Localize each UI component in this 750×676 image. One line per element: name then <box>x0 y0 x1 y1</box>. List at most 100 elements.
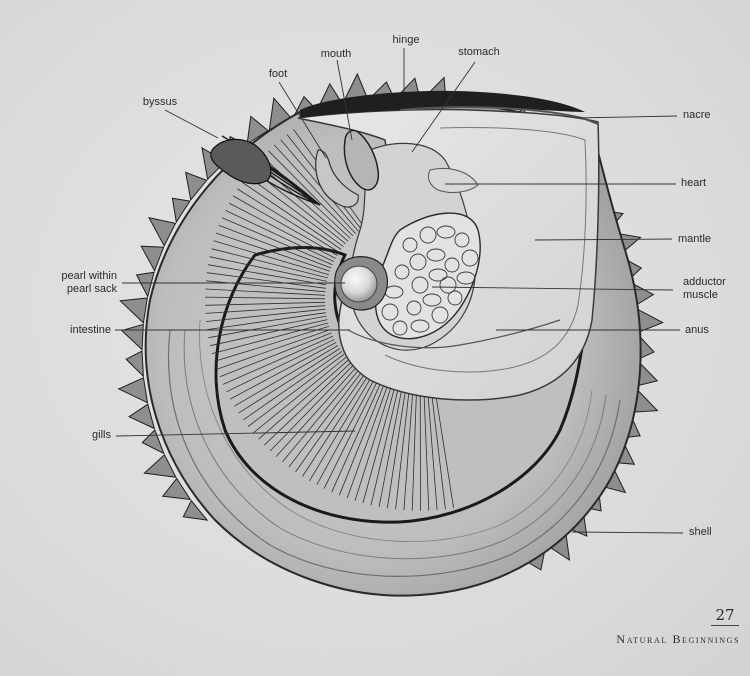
gill-line <box>268 150 354 237</box>
gill-line <box>316 379 375 485</box>
page-number: 27 <box>711 606 739 626</box>
gill-line <box>252 356 347 434</box>
leader-adductor <box>431 286 674 291</box>
shell-ring-3 <box>199 319 593 543</box>
gill-line <box>242 351 343 421</box>
gill-line <box>434 389 454 509</box>
adductor-lump <box>426 248 446 262</box>
label-foot: foot <box>268 68 288 80</box>
gill-line <box>427 389 438 511</box>
adductor-lump <box>428 268 448 282</box>
adductor-lump <box>436 225 456 239</box>
gill-line <box>211 248 328 279</box>
shell-spine <box>161 477 192 501</box>
gill-line <box>237 188 340 253</box>
shell-spine <box>143 453 177 478</box>
adductor-lump <box>409 253 427 271</box>
gill-line <box>274 144 356 234</box>
gill-line <box>211 322 329 354</box>
heart-outline <box>427 167 479 193</box>
gill-line <box>208 315 327 339</box>
gill-line <box>210 319 328 347</box>
label-pearl-line2: pearl sack <box>66 283 117 295</box>
gill-line <box>346 384 389 499</box>
label-stomach: stomach <box>458 46 500 58</box>
shell-spine <box>140 245 165 272</box>
gill-line <box>246 175 344 247</box>
gill-line <box>215 232 331 272</box>
gill-line <box>247 353 345 427</box>
label-anus: anus <box>685 324 709 336</box>
gill-line <box>282 369 360 463</box>
gill-line <box>205 305 326 314</box>
label-heart: heart <box>681 177 707 189</box>
gill-line <box>219 332 332 378</box>
shell-spine <box>141 428 165 455</box>
gill-line <box>218 225 332 269</box>
adductor-muscle <box>374 212 481 340</box>
label-pearl-line1: pearl within <box>61 270 117 282</box>
leader-foot <box>278 81 327 159</box>
gill-line <box>423 390 430 511</box>
gill-line <box>354 385 392 501</box>
shell-spine <box>120 323 144 351</box>
gill-line <box>263 361 352 446</box>
foot <box>343 129 380 191</box>
shell-spine <box>185 171 208 201</box>
gill-line <box>395 389 410 510</box>
shell-spine <box>117 377 149 404</box>
gill-line <box>204 296 326 300</box>
gill-line <box>430 389 446 510</box>
byssus-tuft <box>210 138 272 185</box>
gill-line <box>226 338 335 393</box>
gill-line <box>222 335 334 385</box>
leader-mouth <box>336 59 353 141</box>
shell-spine <box>148 216 177 247</box>
pearl <box>340 265 378 303</box>
shell-ring-1 <box>167 329 621 577</box>
gill-line <box>214 325 330 362</box>
adductor-lump <box>392 320 408 336</box>
adductor-lump <box>402 237 418 253</box>
label-nacre: nacre <box>683 109 711 121</box>
gill-line <box>206 308 326 322</box>
shell-spine <box>125 350 144 378</box>
adductor-lump <box>419 226 437 244</box>
gill-line <box>309 377 372 482</box>
hinge-band <box>300 90 585 118</box>
label-adductor-line2: muscle <box>683 289 718 301</box>
gill-line <box>411 390 417 511</box>
adductor-lump <box>394 264 410 280</box>
leader-lines <box>115 48 684 534</box>
gill-line <box>280 139 359 232</box>
gill-line <box>302 375 369 477</box>
adductor-lump <box>406 300 422 316</box>
adductor-lump <box>381 303 399 321</box>
adductor-lump <box>454 232 470 248</box>
gill-line <box>230 342 337 400</box>
adductor-lump <box>410 319 430 333</box>
shell-spine <box>128 403 156 430</box>
adductor-lump <box>431 306 449 324</box>
adductor-lump <box>461 249 479 267</box>
label-shell: shell <box>689 526 712 538</box>
label-adductor-line1: adductor <box>683 276 726 288</box>
gill-line <box>403 389 414 511</box>
gill-line <box>234 345 339 407</box>
label-mantle: mantle <box>678 233 712 245</box>
gill-line <box>221 217 333 266</box>
leader-stomach <box>411 61 476 153</box>
nacre-rim <box>399 106 599 125</box>
shell-spine <box>119 297 148 324</box>
gill-line <box>205 301 326 306</box>
adductor-lump <box>444 257 460 273</box>
gill-line <box>225 210 335 262</box>
gill-line <box>370 387 399 506</box>
gill-line <box>323 380 378 489</box>
gill-line <box>269 364 354 452</box>
gill-line <box>207 312 326 330</box>
gill-line <box>241 181 342 250</box>
gill-line <box>258 359 349 440</box>
gill-line <box>378 388 403 507</box>
